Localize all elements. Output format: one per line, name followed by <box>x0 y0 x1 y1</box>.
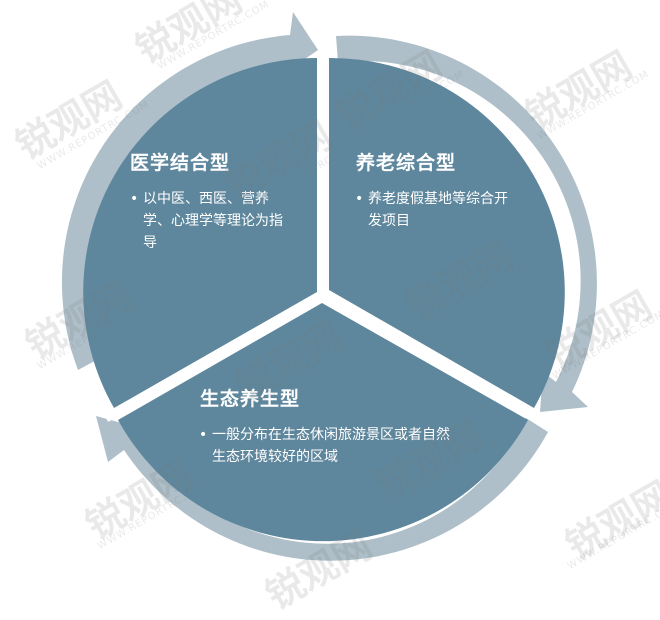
pie-segments <box>83 57 565 542</box>
segment-ecological <box>118 303 528 542</box>
segment-comprehensive-title: 养老综合型 <box>356 152 457 174</box>
ring-arrow-right <box>336 35 597 413</box>
segment-dividers <box>103 48 543 422</box>
segment-medical-title: 医学结合型 <box>130 152 231 174</box>
segment-ecological-title: 生态养生型 <box>200 388 301 410</box>
bullet-dot: • <box>130 191 139 207</box>
segment-comprehensive-bullet-text: 养老度假基地等综合开发项目 <box>368 191 508 229</box>
segment-comprehensive <box>329 57 565 409</box>
bullet-dot: • <box>199 427 208 443</box>
segment-medical-bullet: •以中医、西医、营养学、心理学等理论为指导 <box>130 188 295 254</box>
divider-left <box>103 292 326 422</box>
segment-comprehensive-bullet: •养老度假基地等综合开发项目 <box>355 188 516 232</box>
segment-ecological-bullet: •一般分布在生态休闲旅游景区或者自然生态环境较好的区域 <box>199 424 460 468</box>
cycle-diagram-graphic <box>61 12 597 561</box>
segment-ecological-bullet-text: 一般分布在生态休闲旅游景区或者自然生态环境较好的区域 <box>212 427 450 465</box>
ring-arrow-bottom <box>96 416 548 561</box>
bullet-dot: • <box>355 191 364 207</box>
cycle-diagram: 医学结合型 •以中医、西医、营养学、心理学等理论为指导 养老综合型 •养老度假基… <box>8 0 660 618</box>
segment-medical-bullet-text: 以中医、西医、营养学、心理学等理论为指导 <box>143 191 283 251</box>
segment-medical <box>83 58 317 408</box>
divider-right <box>320 292 543 422</box>
